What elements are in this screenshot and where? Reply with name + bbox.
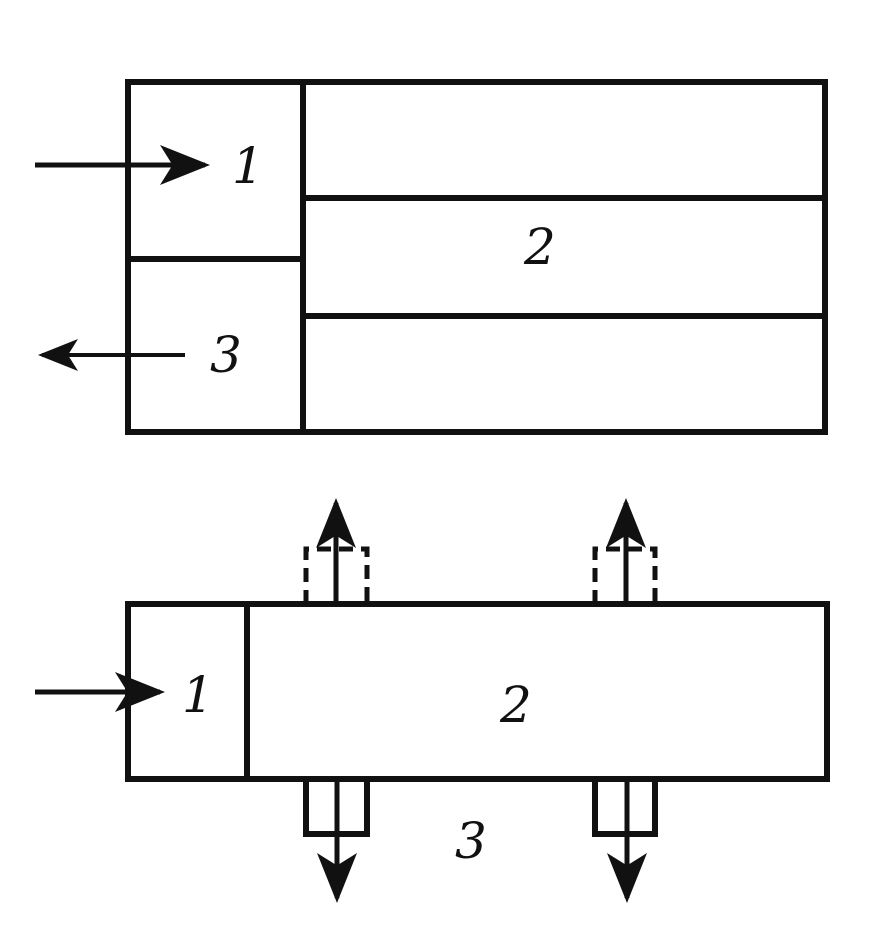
bottom-figure	[125, 601, 830, 782]
bottom-outer-frame	[125, 601, 830, 782]
dashed-nozzle-left	[303, 546, 370, 604]
bottom-label-inlet: 1	[182, 666, 214, 724]
bottom-label-body: 2	[499, 676, 532, 734]
bottom-label-outlets: 3	[455, 812, 487, 870]
top-dashed-nozzles	[303, 546, 658, 604]
dashed-nozzle-right	[592, 546, 658, 604]
top-label-channels: 2	[523, 218, 556, 276]
top-figure	[125, 79, 828, 435]
top-label-inlet: 1	[232, 137, 264, 195]
top-label-outlet: 3	[210, 326, 242, 384]
